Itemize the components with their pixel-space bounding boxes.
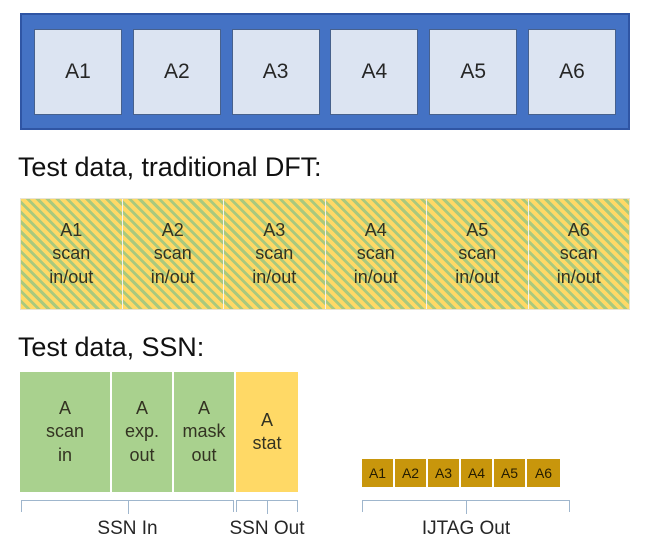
core-block-label: A5 (460, 59, 487, 83)
dft-cell-line3: in/out (150, 266, 195, 287)
core-block-label: A6 (559, 59, 585, 83)
ijtag-box-label: A1 (368, 465, 387, 481)
dft-cell-line3: in/out (556, 266, 601, 287)
dft-cell-line3: in/out (49, 266, 94, 287)
core-block-a6: A6 (527, 28, 616, 115)
core-block-label: A2 (163, 59, 190, 83)
bracket-ssn-in (21, 500, 234, 514)
ssn-block-mask-out: A mask out (174, 372, 236, 492)
ijtag-out-band: A1 A2 A3 A4 A5 A6 (362, 459, 560, 487)
bracket-ijtag-out (362, 500, 570, 514)
ssn-block-stat: A stat (236, 372, 298, 492)
dft-cell-id: A4 (364, 220, 387, 241)
core-block-a3: A3 (231, 28, 320, 115)
ssn-block-line3: out (129, 444, 155, 465)
core-block-a2: A2 (132, 28, 221, 115)
bracket-stem (267, 501, 268, 514)
ssn-block-id: A (58, 397, 71, 418)
ssn-block-id: A (260, 409, 273, 430)
ssn-block-id: A (197, 397, 210, 418)
ssn-block-line3: in (57, 444, 72, 465)
chip-core-container: A1 A2 A3 A4 A5 A6 (20, 13, 630, 130)
dft-test-data-band: A1 scan in/out A2 scan in/out A3 scan in… (20, 198, 630, 310)
dft-cell-id: A2 (161, 220, 184, 241)
dft-cell-a2: A2 scan in/out (122, 199, 224, 309)
ijtag-box-a2: A2 (395, 459, 428, 487)
dft-cell-id: A6 (567, 220, 590, 241)
core-block-a1: A1 (34, 28, 122, 115)
dft-cell-a6: A6 scan in/out (528, 199, 629, 309)
ssn-block-id: A (135, 397, 148, 418)
ijtag-box-label: A2 (401, 465, 420, 481)
dft-cell-a5: A5 scan in/out (427, 199, 529, 309)
dft-cell-a3: A3 scan in/out (224, 199, 326, 309)
dft-cell-line2: scan (458, 243, 497, 264)
core-block-label: A4 (361, 59, 388, 83)
dft-cell-id: A5 (466, 220, 489, 241)
dft-cell-id: A3 (263, 220, 286, 241)
ssn-block-scan-in: A scan in (20, 372, 112, 492)
ssn-block-line2: exp. (124, 421, 160, 442)
bracket-label-ijtag-out: IJTAG Out (421, 518, 511, 539)
dft-cell-line3: in/out (455, 266, 500, 287)
ijtag-box-a1: A1 (362, 459, 395, 487)
core-block-a4: A4 (330, 28, 419, 115)
dft-cell-a1: A1 scan in/out (21, 199, 123, 309)
dft-cell-line3: in/out (353, 266, 398, 287)
ssn-block-line2: stat (252, 433, 282, 453)
dft-cell-line2: scan (356, 243, 395, 264)
dft-cell-line2: scan (153, 243, 192, 264)
ssn-block-line2: mask (182, 421, 226, 442)
ijtag-box-label: A3 (434, 465, 453, 481)
bracket-label-ssn-out: SSN Out (229, 518, 305, 539)
dft-cell-line2: scan (559, 243, 598, 264)
dft-cell-id: A1 (60, 220, 83, 241)
dft-cell-line3: in/out (252, 266, 297, 287)
bracket-stem (466, 501, 467, 514)
dft-cell-line2: scan (255, 243, 294, 264)
bracket-ssn-out (236, 500, 298, 514)
heading-ssn: Test data, SSN: (18, 332, 205, 362)
ijtag-box-label: A4 (467, 465, 486, 481)
core-block-label: A3 (262, 59, 289, 83)
core-block-a5: A5 (429, 28, 518, 115)
ssn-block-line3: out (191, 444, 217, 465)
ijtag-box-a5: A5 (494, 459, 527, 487)
bracket-stem (127, 501, 129, 514)
ijtag-box-a6: A6 (527, 459, 560, 487)
bracket-label-ssn-in: SSN In (97, 518, 158, 539)
ssn-test-data-band: A scan in A exp. out A mask out A stat (20, 372, 298, 492)
ijtag-box-label: A6 (534, 465, 553, 481)
ssn-block-exp-out: A exp. out (112, 372, 174, 492)
ijtag-box-label: A5 (500, 465, 519, 481)
ssn-block-line2: scan (45, 421, 85, 442)
dft-cell-a4: A4 scan in/out (325, 199, 427, 309)
dft-cell-line2: scan (52, 243, 91, 264)
heading-traditional-dft: Test data, traditional DFT: (18, 152, 322, 182)
ijtag-box-a4: A4 (461, 459, 494, 487)
core-block-label: A1 (65, 59, 91, 83)
ijtag-box-a3: A3 (428, 459, 461, 487)
